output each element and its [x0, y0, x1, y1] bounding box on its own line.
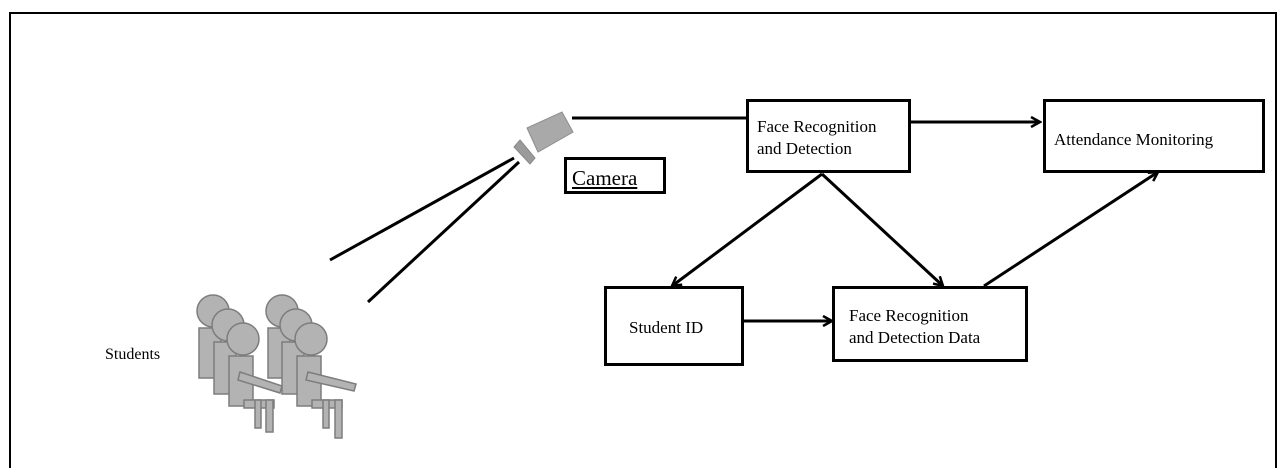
student-id-node: Student ID — [604, 286, 744, 366]
camera-icon — [513, 111, 574, 165]
face-recognition-data-node: Face Recognition and Detection Data — [832, 286, 1028, 362]
student-id-label: Student ID — [629, 318, 704, 337]
camera-label: Camera — [572, 166, 638, 190]
students-label: Students — [105, 346, 161, 363]
students-figure-icon — [196, 294, 357, 439]
face-recognition-node: Face Recognition and Detection — [746, 99, 911, 173]
camera-view-line-upper — [329, 156, 515, 262]
attendance-monitoring-label: Attendance Monitoring — [1054, 130, 1214, 149]
face-recognition-line2: and Detection — [757, 139, 852, 158]
edge-face-recognition-to-student-id — [672, 172, 823, 286]
face-recognition-data-line2: and Detection Data — [849, 328, 981, 347]
edge-face-recognition-to-face-data — [820, 172, 943, 286]
face-recognition-data-line1: Face Recognition — [849, 306, 969, 325]
camera-view-line-lower — [366, 160, 521, 304]
edge-face-data-to-attendance — [983, 172, 1158, 288]
camera-label-box: Camera — [564, 157, 666, 194]
face-recognition-line1: Face Recognition — [757, 117, 877, 136]
attendance-monitoring-node: Attendance Monitoring — [1043, 99, 1265, 173]
diagram-frame — [9, 12, 1277, 468]
